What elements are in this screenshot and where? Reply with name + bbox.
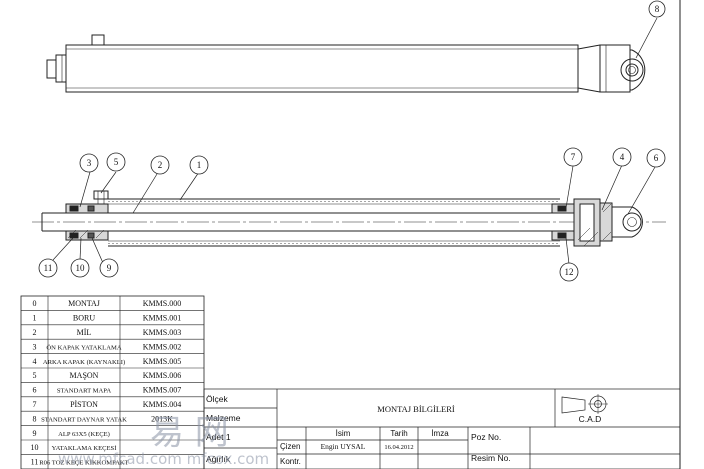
parts-row-name: STANDART DAYNAR YATAK (41, 416, 127, 423)
parts-row-name: PİSTON (70, 400, 98, 409)
parts-row-number: 9 (33, 429, 37, 438)
parts-row-code: 2013K (151, 414, 173, 423)
cizen-name: Engin UYSAL (321, 442, 366, 451)
col-tarih: Tarih (390, 429, 407, 438)
svg-text:12: 12 (565, 267, 574, 277)
balloon-5: 5 (106, 152, 126, 172)
parts-row-code: KMMS.005 (143, 357, 181, 366)
svg-text:3: 3 (87, 158, 92, 168)
balloon-1: 1 (189, 155, 209, 175)
parts-row-number: 8 (33, 414, 37, 423)
svg-text:5: 5 (114, 157, 119, 167)
parts-row-number: 0 (33, 299, 37, 308)
parts-row-code: KMMS.000 (143, 299, 181, 308)
parts-row-number: 7 (33, 400, 37, 409)
leader-lines (52, 17, 658, 265)
parts-row-number: 5 (33, 371, 37, 380)
cizen-label: Çizen (280, 442, 300, 451)
drawing-title: MONTAJ BİLGİLERİ (377, 404, 455, 414)
parts-row-number: 2 (33, 328, 37, 337)
parts-row-name: ÖN KAPAK YATAKLAMA (46, 344, 121, 351)
balloon-7: 7 (563, 147, 583, 167)
parts-row-name: R06 TOZ KEÇE KİKKOMPAKT (39, 460, 128, 467)
olcek-label: Ölçek (206, 394, 228, 404)
parts-row-name: ALP 63X5 (KEÇE) (58, 431, 110, 438)
parts-row-name: ARKA KAPAK (KAYNAKLI) (43, 359, 125, 366)
malzeme-label: Malzeme (206, 413, 241, 423)
agirlik-label: Ağırlık (206, 454, 231, 464)
svg-text:1: 1 (197, 160, 202, 170)
balloon-10: 10 (70, 258, 90, 278)
balloon-8: 8 (648, 0, 666, 18)
parts-row-name: STANDART MAPA (57, 388, 111, 395)
balloon-2: 2 (150, 155, 170, 175)
parts-row-number: 6 (33, 386, 37, 395)
svg-text:7: 7 (571, 152, 576, 162)
svg-text:10: 10 (76, 263, 86, 273)
parts-row-code: KMMS.007 (143, 386, 181, 395)
cylinder-outer-view (46, 34, 646, 93)
balloon-12: 12 (559, 262, 579, 282)
parts-row-code: KMMS.002 (143, 342, 181, 351)
parts-row-name: MİL (77, 328, 92, 337)
svg-text:2: 2 (158, 160, 163, 170)
watermark-latin: www.mfcad.com mfcox.com (58, 450, 269, 468)
logo-text: C.A.D (579, 414, 602, 424)
parts-row-code: KMMS.004 (143, 400, 181, 409)
kontr-label: Kontr. (280, 457, 301, 466)
svg-text:4: 4 (620, 152, 625, 162)
cylinder-section-view (32, 190, 666, 247)
resim-no-label: Resim No. (471, 453, 511, 463)
parts-row-number: 4 (33, 357, 37, 366)
svg-text:11: 11 (44, 263, 53, 273)
parts-row-name: BORU (73, 314, 95, 323)
cizen-date: 16.04.2012 (384, 444, 413, 451)
balloon-11: 11 (38, 258, 58, 278)
parts-row-name: MAŞON (70, 371, 99, 380)
svg-text:9: 9 (107, 263, 112, 273)
poz-no-label: Poz No. (471, 432, 501, 442)
watermark-cn: 易 网 (150, 413, 229, 453)
balloon-6: 6 (646, 148, 666, 168)
parts-row-name: MONTAJ (68, 299, 100, 308)
balloon-9: 9 (99, 258, 119, 278)
col-isim: İsim (336, 429, 351, 438)
title-block (203, 388, 681, 469)
svg-text:8: 8 (655, 4, 660, 14)
parts-row-code: KMMS.006 (143, 371, 181, 380)
balloon-3: 3 (79, 153, 99, 173)
parts-row-name: YATAKLAMA KEÇESİ (52, 445, 117, 452)
col-imza: İmza (431, 429, 449, 438)
parts-row-number: 3 (33, 342, 37, 351)
balloon-4: 4 (612, 147, 632, 167)
parts-row-number: 10 (31, 443, 39, 452)
parts-row-number: 11 (31, 458, 39, 467)
parts-row-code: KMMS.001 (143, 314, 181, 323)
parts-row-code: KMMS.003 (143, 328, 181, 337)
parts-row-number: 1 (33, 314, 37, 323)
parts-list-table: 0 MONTAJ KMMS.000 1 BORU KMMS.001 2 MİL KMMS.003… (20, 295, 205, 469)
adet-label: Adet 1 (206, 432, 231, 442)
svg-text:6: 6 (654, 153, 659, 163)
